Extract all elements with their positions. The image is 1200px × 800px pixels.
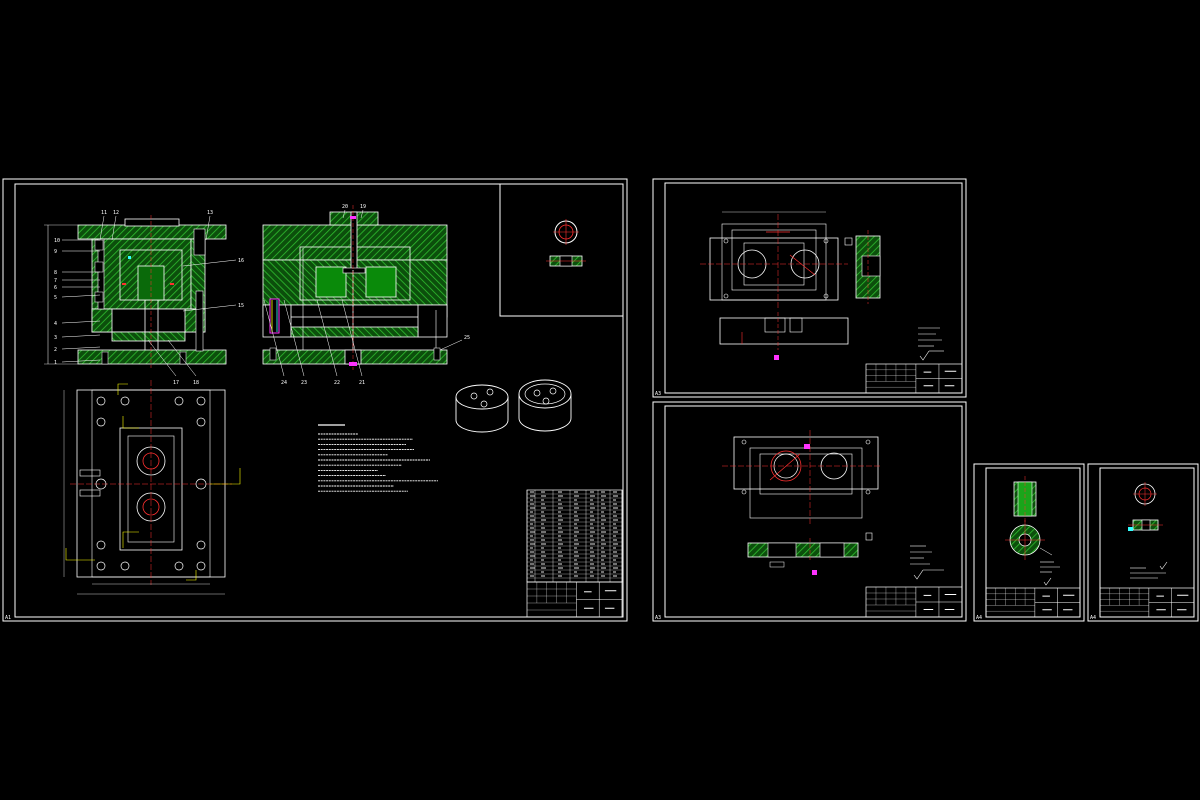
part-b-title-block — [865, 586, 963, 618]
assembly-sheet: A1 — [2, 178, 628, 622]
callout-label: 2 — [54, 347, 57, 353]
callout-label: 18 — [193, 380, 199, 386]
part-c-insert-view — [1005, 476, 1053, 560]
assembly-inner-frame — [14, 183, 624, 618]
part-b-plan-view — [722, 430, 880, 525]
part-c-title-block — [985, 587, 1081, 618]
callout-label: 3 — [54, 335, 57, 341]
part-a-plan-view — [700, 211, 848, 308]
part-sheet-d: A4 — [1087, 463, 1199, 622]
callout-label: 4 — [54, 321, 57, 327]
part-sheet-a: A3 — [652, 178, 967, 398]
part-sheet-c: A4 — [973, 463, 1085, 622]
part-c-sheet-mark: A4 — [976, 615, 982, 621]
mold-section-view-a — [44, 215, 227, 368]
callout-label: 25 — [464, 335, 470, 341]
callout-label: 11 — [101, 210, 107, 216]
callout-label: 16 — [238, 258, 244, 264]
detail-part-view — [546, 219, 586, 267]
part-a-front-view — [719, 312, 849, 360]
callout-label: 6 — [54, 285, 57, 291]
part-b-sheet-mark: A3 — [655, 615, 661, 621]
callout-label: 7 — [54, 278, 57, 284]
callout-label: 1 — [54, 360, 57, 366]
part-b-section-view — [747, 532, 873, 575]
part-a-side-view — [844, 230, 881, 304]
callout-label: 15 — [238, 303, 244, 309]
callout-label: 24 — [281, 380, 287, 386]
part-d-title-block — [1099, 587, 1195, 618]
part-d-core-view — [1128, 482, 1163, 531]
product-sketch-1 — [455, 384, 509, 433]
callouts-top: 11 12 13 — [99, 210, 213, 241]
part-c-notes — [1040, 561, 1060, 586]
mold-plan-view — [63, 380, 241, 595]
section-b-callouts: 20 19 21 22 23 24 25 — [263, 204, 470, 386]
assembly-title-block — [526, 581, 623, 618]
assembly-bom-table — [526, 489, 623, 583]
callout-label: 20 — [342, 204, 348, 210]
callout-label: 12 — [113, 210, 119, 216]
part-b-notes — [910, 545, 944, 580]
part-d-sheet-mark: A4 — [1090, 615, 1096, 621]
callout-label: 22 — [334, 380, 340, 386]
callout-label: 8 — [54, 270, 57, 276]
part-a-title-block — [865, 363, 963, 394]
callout-label: 10 — [54, 238, 60, 244]
technical-notes-block — [318, 424, 438, 492]
part-d-notes — [1130, 561, 1168, 579]
callout-label: 13 — [207, 210, 213, 216]
assembly-sheet-mark: A1 — [5, 615, 11, 621]
part-a-notes — [918, 327, 944, 361]
callout-label: 9 — [54, 249, 57, 255]
part-a-sheet-mark: A3 — [655, 391, 661, 397]
callout-label: 17 — [173, 380, 179, 386]
callout-label: 21 — [359, 380, 365, 386]
assembly-outer-frame — [2, 178, 628, 622]
callout-label: 5 — [54, 295, 57, 301]
mold-section-view-b — [262, 205, 448, 370]
assembly-detail-box — [499, 183, 624, 317]
callouts-left: 10 9 8 76 5 4 3 2 1 — [54, 238, 101, 366]
callout-label: 19 — [360, 204, 366, 210]
part-sheet-b: A3 — [652, 401, 967, 622]
product-sketch-2 — [518, 379, 572, 432]
callout-label: 23 — [301, 380, 307, 386]
